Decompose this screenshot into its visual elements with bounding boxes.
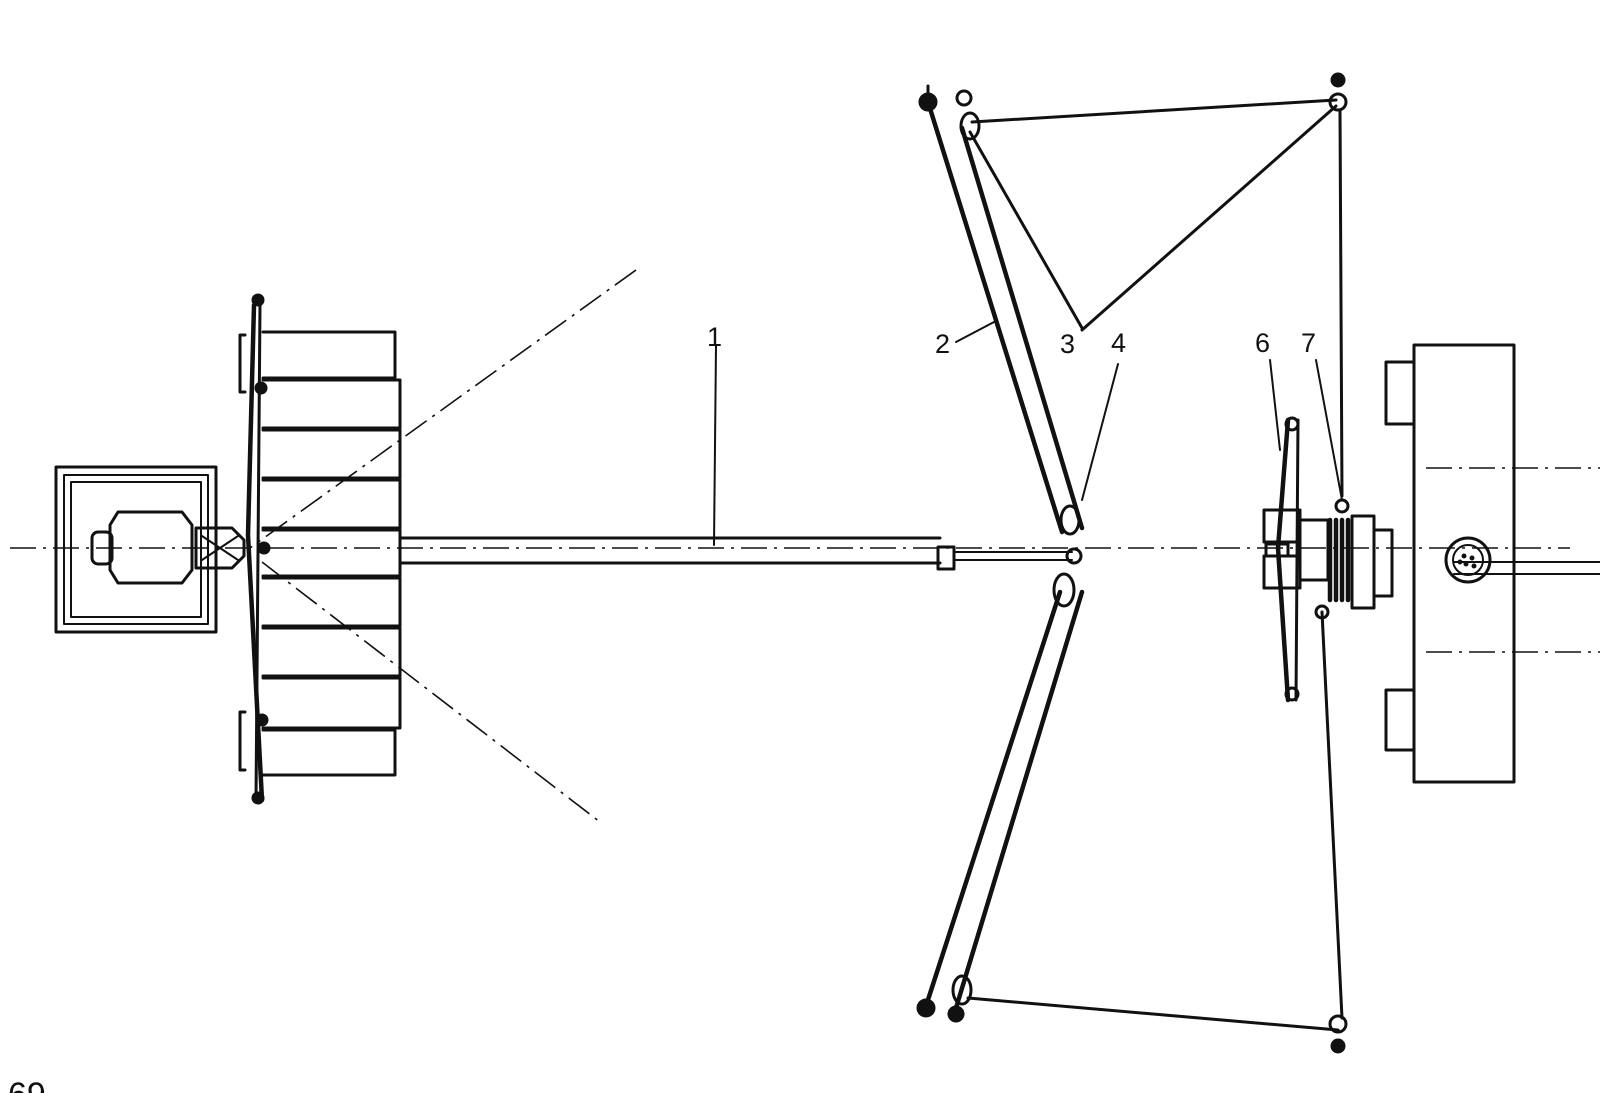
upper-cable (970, 98, 1338, 124)
main-shaft (398, 345, 1073, 571)
motor-body (108, 510, 194, 585)
inner-housing-2 (70, 481, 202, 618)
leader-4 (1081, 363, 1119, 501)
right-block (1384, 343, 1600, 784)
label-1: 1 (707, 322, 722, 352)
figure-number: 69 (8, 1076, 46, 1093)
bearing-icon (1444, 536, 1492, 584)
scissor-mechanism (916, 72, 1348, 1054)
plate-stack (261, 330, 402, 777)
upper-arm (925, 99, 1065, 535)
leader-7 (1315, 359, 1343, 501)
coupling (194, 526, 246, 570)
inner-housing (63, 474, 209, 625)
hub-bar (1275, 417, 1291, 703)
label-3: 3 (1060, 329, 1075, 359)
label-7: 7 (1301, 328, 1316, 358)
leader-6 (1269, 359, 1281, 451)
label-4: 4 (1111, 328, 1126, 358)
motor-cap (90, 530, 114, 566)
view-line-lower (261, 561, 601, 823)
right-assembly (1262, 343, 1600, 784)
left-assembly (54, 269, 637, 823)
leader-1 (713, 345, 717, 546)
view-line-upper (249, 269, 637, 549)
lower-arm (923, 589, 1063, 1009)
label-2: 2 (935, 329, 950, 359)
leader-2 (955, 321, 995, 343)
winding-drum (1298, 498, 1394, 620)
label-6: 6 (1255, 328, 1270, 358)
lower-cable (966, 996, 1340, 1032)
